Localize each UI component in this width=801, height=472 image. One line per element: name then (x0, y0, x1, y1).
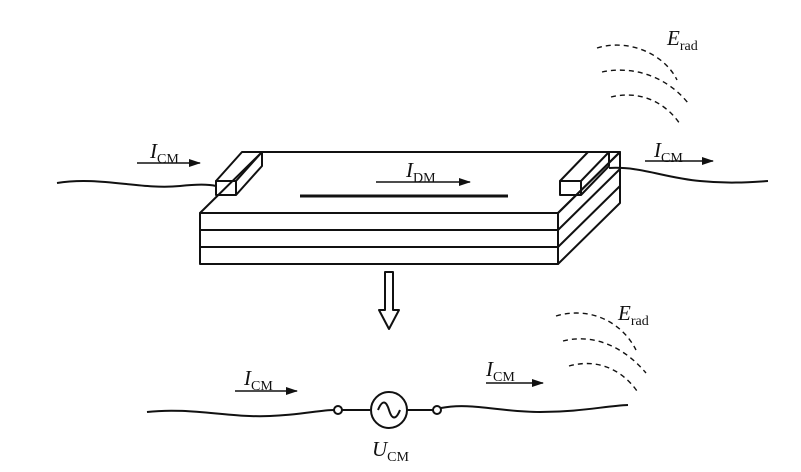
right-connector (559, 151, 610, 196)
pcb-board (199, 151, 621, 265)
terminal-right (432, 405, 442, 415)
label-e-rad-top: Erad (666, 26, 698, 54)
ac-voltage-source-icon (370, 391, 408, 429)
label-e-rad-bottom: Erad (617, 301, 649, 329)
cable-left-bottom (146, 409, 335, 418)
radiation-waves-icon (596, 44, 689, 125)
label-i-cm-in-top: ICM (149, 139, 179, 167)
hollow-down-arrow-icon (378, 271, 400, 330)
label-i-cm-in-bottom: ICM (243, 366, 273, 394)
terminal-left (333, 405, 343, 415)
pcb-layer-line (200, 168, 621, 231)
cable-left-top (56, 180, 217, 188)
cable-right-top (608, 166, 769, 184)
pcb-front-face (199, 212, 559, 265)
left-connector (215, 151, 263, 196)
label-i-dm: IDM (405, 158, 436, 186)
cable-right-bottom (440, 404, 629, 413)
label-i-cm-out-top: ICM (653, 138, 683, 166)
radiation-waves-icon (555, 312, 647, 392)
label-u-cm: UCM (372, 437, 410, 465)
pcb-layer-line (200, 185, 621, 248)
label-i-cm-out-bottom: ICM (485, 357, 515, 385)
